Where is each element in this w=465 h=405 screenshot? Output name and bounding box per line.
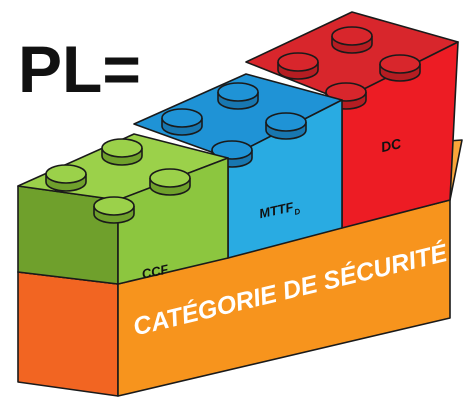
base-side-face <box>17 271 119 397</box>
dc-stud <box>379 54 421 82</box>
dc-studs <box>277 26 421 110</box>
brick-dc: DC <box>245 11 459 229</box>
ccf-label: CCF <box>140 261 170 281</box>
ccf-stud <box>149 168 191 196</box>
mttfd-label: MTTF <box>258 199 296 221</box>
mttfd-subscript: D <box>293 207 301 217</box>
brick-mttfd: MTTFD <box>133 73 343 259</box>
ccf-stud <box>101 138 143 166</box>
mttfd-label-group: MTTFD <box>258 198 302 224</box>
ccf-front-face <box>117 157 229 285</box>
mttfd-stud <box>161 108 203 136</box>
dc-label: DC <box>379 135 403 155</box>
ccf-stud <box>45 164 87 192</box>
title-text: PL= <box>18 32 141 106</box>
dc-stud <box>331 26 373 54</box>
mttfd-stud <box>217 82 259 110</box>
ccf-studs <box>45 138 191 224</box>
ccf-stud <box>93 196 135 224</box>
dc-stud <box>277 52 319 80</box>
mttfd-stud <box>265 112 307 140</box>
brick-ccf: CCF <box>17 133 229 285</box>
